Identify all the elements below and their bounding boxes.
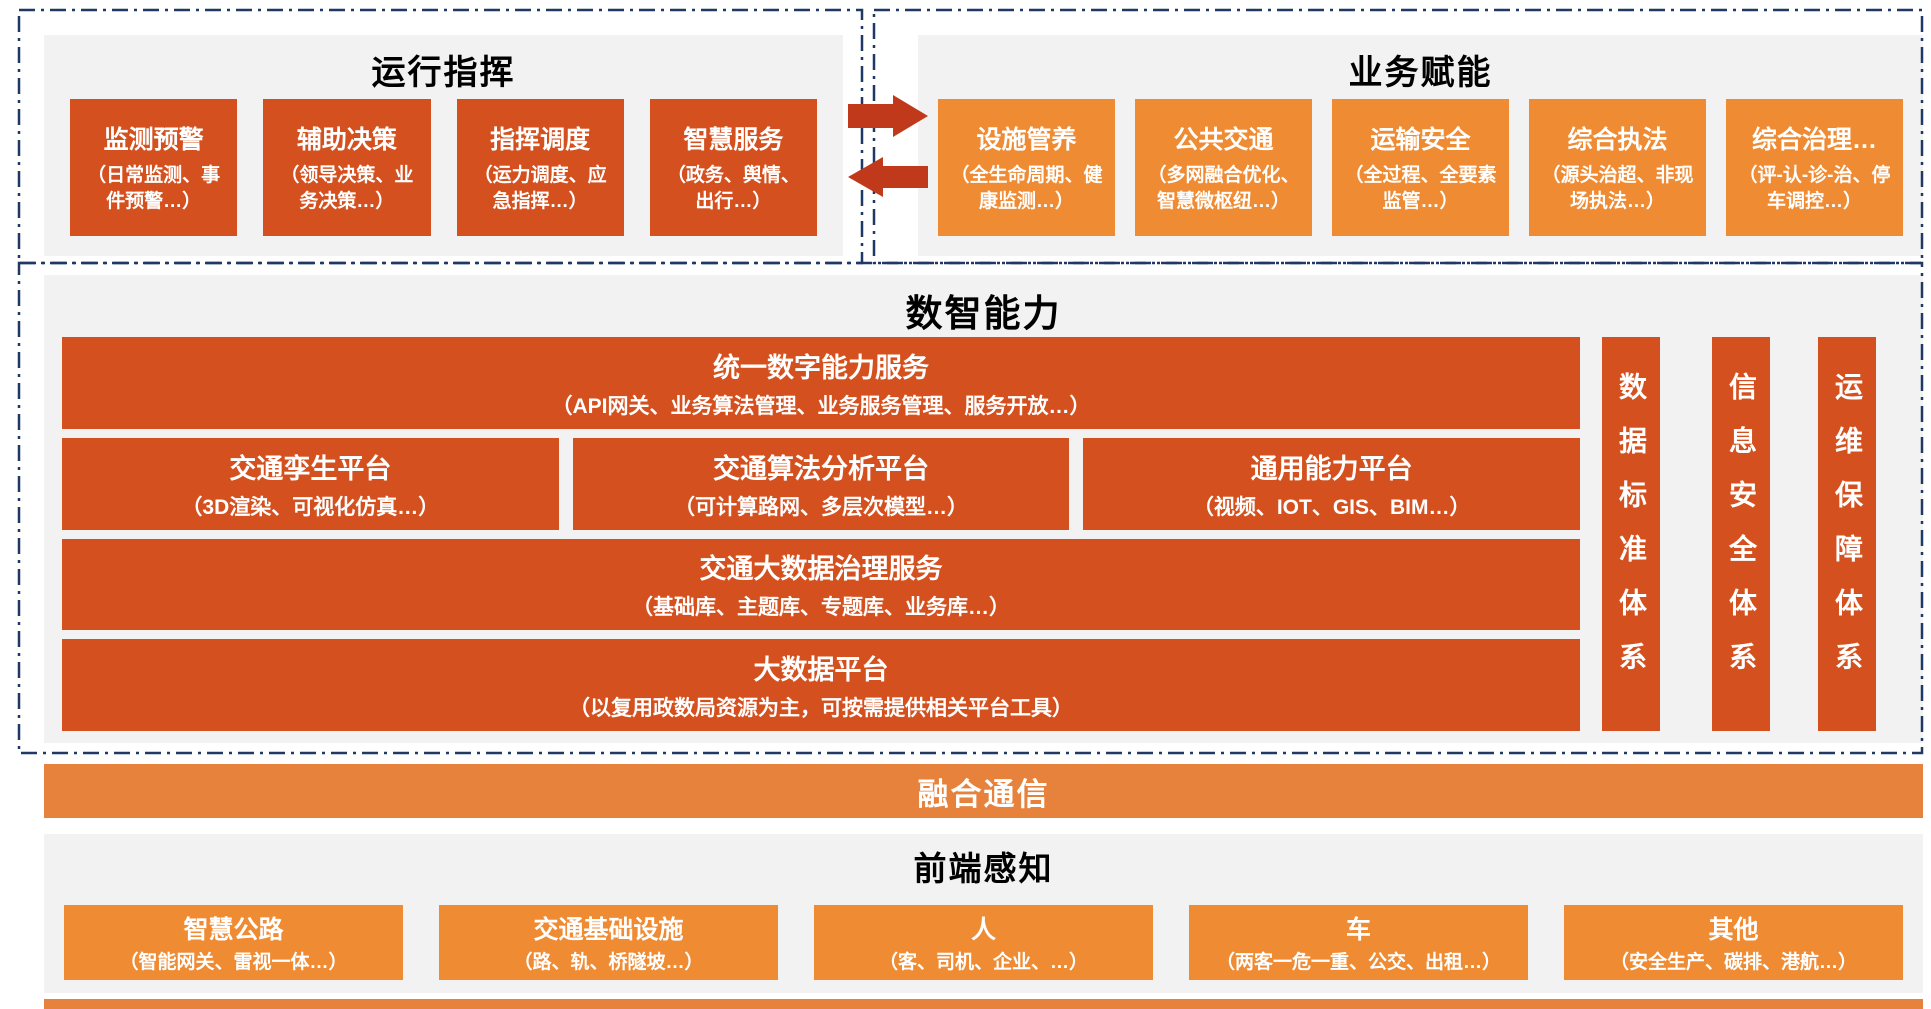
bar-desc: （基础库、主题库、专题库、业务库…）: [632, 596, 1010, 620]
twin-platform-card: 交通孪生平台 （3D渲染、可视化仿真…）: [62, 437, 559, 530]
frontend-perception-panel: 前端感知 智慧公路 （智能网关、雷视一体…） 交通基础设施 （路、轨、桥隧坡…）…: [44, 834, 1923, 993]
card-title: 辅助决策: [296, 126, 397, 155]
frontend-perception-cards: 智慧公路 （智能网关、雷视一体…） 交通基础设施 （路、轨、桥隧坡…） 人 （客…: [64, 905, 1903, 980]
card-title: 交通基础设施: [533, 915, 684, 944]
card-public-transport: 公共交通 （多网融合优化、智慧微枢纽…）: [1135, 99, 1312, 236]
bar-desc: （API网关、业务算法管理、业务服务管理、服务开放…）: [551, 394, 1091, 418]
bar-title: 大数据平台: [753, 655, 889, 686]
card-people: 人 （客、司机、企业、…）: [814, 905, 1153, 980]
card-desc: （多网融合优化、智慧微枢纽…）: [1147, 165, 1300, 212]
card-title: 公共交通: [1173, 126, 1274, 155]
card-title: 监测预警: [103, 126, 204, 155]
bar-desc: （3D渲染、可视化仿真…）: [181, 495, 440, 519]
bar-desc: （视频、IOT、GIS、BIM…）: [1192, 495, 1471, 519]
digital-capability-panel: 数智能力 统一数字能力服务 （API网关、业务算法管理、业务服务管理、服务开放……: [44, 275, 1923, 743]
card-transport-infrastructure: 交通基础设施 （路、轨、桥隧坡…）: [439, 905, 778, 980]
card-title: 指挥调度: [490, 126, 591, 155]
bar-desc: （以复用政数局资源为主，可按需提供相关平台工具）: [569, 697, 1073, 721]
operation-command-title: 运行指挥: [371, 54, 516, 92]
card-title: 人: [970, 915, 996, 944]
card-vehicle: 车 （两客一危一重、公交、出租…）: [1189, 905, 1528, 980]
bar-title: 交通孪生平台: [229, 453, 392, 484]
bar-desc: （可计算路网、多层次模型…）: [674, 495, 968, 519]
card-desc: （全过程、全要素监管…）: [1344, 165, 1497, 212]
card-desc: （安全生产、碳排、港航…）: [1609, 951, 1857, 973]
card-title: 智慧服务: [683, 126, 784, 155]
card-smart-service: 智慧服务 （政务、舆情、出行…）: [649, 99, 817, 236]
card-transport-safety: 运输安全 （全过程、全要素监管…）: [1332, 99, 1509, 236]
general-capability-platform-card: 通用能力平台 （视频、IOT、GIS、BIM…）: [1083, 437, 1581, 530]
bottom-accent-bar: [44, 999, 1923, 1009]
card-desc: （源头治超、非现场执法…）: [1541, 165, 1694, 212]
pillar-label: 运维保障体系: [1832, 372, 1863, 696]
pillar-operations-support-system: 运维保障体系: [1818, 337, 1876, 731]
operation-command-cards: 监测预警 （日常监测、事件预警…） 辅助决策 （领导决策、业务决策…） 指挥调度…: [70, 99, 817, 236]
card-smart-highway: 智慧公路 （智能网关、雷视一体…）: [64, 905, 403, 980]
bar-title: 统一数字能力服务: [713, 352, 929, 383]
card-comprehensive-governance: 综合治理… （评-认-诊-治、停车调控…）: [1726, 99, 1903, 236]
converged-communication-bar: 融合通信: [44, 764, 1923, 818]
card-desc: （日常监测、事件预警…）: [87, 165, 221, 212]
bar-title: 交通算法分析平台: [713, 453, 929, 484]
algorithm-platform-card: 交通算法分析平台 （可计算路网、多层次模型…）: [572, 437, 1070, 530]
card-title: 智慧公路: [183, 915, 284, 944]
card-desc: （评-认-诊-治、停车调控…）: [1738, 165, 1891, 212]
card-monitoring-warning: 监测预警 （日常监测、事件预警…）: [70, 99, 238, 236]
card-comprehensive-enforcement: 综合执法 （源头治超、非现场执法…）: [1529, 99, 1706, 236]
platform-row: 交通孪生平台 （3D渲染、可视化仿真…） 交通算法分析平台 （可计算路网、多层次…: [62, 437, 1581, 530]
arrow-right-icon: [848, 95, 928, 137]
card-desc: （领导决策、业务决策…）: [280, 165, 414, 212]
pillar-information-security-system: 信息安全体系: [1712, 337, 1770, 731]
digital-capability-title: 数智能力: [905, 293, 1062, 334]
business-empowerment-title: 业务赋能: [1348, 54, 1493, 92]
card-title: 综合治理…: [1751, 126, 1877, 155]
arrow-left-icon: [848, 157, 928, 197]
pillar-label: 数据标准体系: [1616, 372, 1647, 696]
card-decision-support: 辅助决策 （领导决策、业务决策…）: [263, 99, 431, 236]
business-empowerment-cards: 设施管养 （全生命周期、健康监测…） 公共交通 （多网融合优化、智慧微枢纽…） …: [938, 99, 1903, 236]
data-governance-bar: 交通大数据治理服务 （基础库、主题库、专题库、业务库…）: [62, 538, 1580, 631]
digital-capability-stack: 统一数字能力服务 （API网关、业务算法管理、业务服务管理、服务开放…） 交通孪…: [62, 337, 1581, 731]
card-desc: （运力调度、应急指挥…）: [473, 165, 607, 212]
operation-command-panel: 运行指挥 监测预警 （日常监测、事件预警…） 辅助决策 （领导决策、业务决策…）…: [44, 35, 843, 256]
bar-title: 通用能力平台: [1250, 453, 1413, 484]
card-title: 运输安全: [1370, 126, 1471, 155]
card-desc: （全生命周期、健康监测…）: [950, 165, 1103, 212]
unified-digital-service-bar: 统一数字能力服务 （API网关、业务算法管理、业务服务管理、服务开放…）: [62, 337, 1580, 429]
card-title: 综合执法: [1567, 126, 1668, 155]
card-desc: （政务、舆情、出行…）: [666, 165, 800, 212]
pillar-label: 信息安全体系: [1726, 372, 1757, 696]
frontend-perception-title: 前端感知: [913, 850, 1054, 887]
card-title: 车: [1345, 915, 1371, 944]
card-title: 其他: [1708, 915, 1759, 944]
pillar-data-standard-system: 数据标准体系: [1602, 337, 1660, 731]
bigdata-platform-bar: 大数据平台 （以复用政数局资源为主，可按需提供相关平台工具）: [62, 639, 1580, 731]
card-desc: （路、轨、桥隧坡…）: [513, 951, 704, 973]
card-desc: （智能网关、雷视一体…）: [119, 951, 348, 973]
card-command-dispatch: 指挥调度 （运力调度、应急指挥…）: [456, 99, 624, 236]
card-facility-maintenance: 设施管养 （全生命周期、健康监测…）: [938, 99, 1115, 236]
card-desc: （两客一危一重、公交、出租…）: [1215, 951, 1501, 973]
card-title: 设施管养: [976, 126, 1077, 155]
bar-title: 交通大数据治理服务: [699, 554, 943, 585]
card-desc: （客、司机、企业、…）: [878, 951, 1088, 973]
business-empowerment-panel: 业务赋能 设施管养 （全生命周期、健康监测…） 公共交通 （多网融合优化、智慧微…: [918, 35, 1923, 256]
card-other: 其他 （安全生产、碳排、港航…）: [1564, 905, 1903, 980]
